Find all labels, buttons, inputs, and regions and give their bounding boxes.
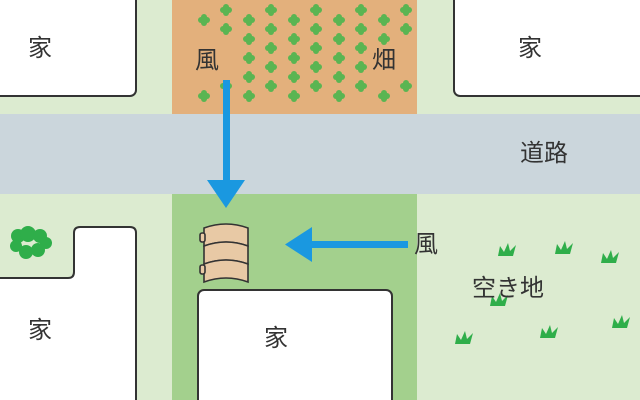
grass-tuft-icon — [555, 241, 573, 254]
vacant-lot-grass — [455, 241, 630, 344]
field-plant-icon — [288, 33, 300, 45]
field-plant-icon — [198, 14, 210, 26]
field-plant-icon — [355, 23, 367, 35]
field-plant-icon — [265, 4, 277, 16]
field-plant-icon — [198, 90, 210, 102]
field-plant-icon — [333, 90, 345, 102]
field-plant-icon — [220, 4, 232, 16]
field-plant-icon — [265, 61, 277, 73]
field-plant-icon — [310, 4, 322, 16]
field-plant-icon — [243, 90, 255, 102]
field-plant-icon — [288, 52, 300, 64]
field-plant-icon — [333, 71, 345, 83]
field-plant-icon — [288, 90, 300, 102]
field-plant-icon — [310, 80, 322, 92]
field-plant-icon — [220, 23, 232, 35]
field-plant-icon — [265, 42, 277, 54]
house-bottom-center — [197, 289, 393, 400]
wind-arrow-icon — [285, 227, 408, 262]
field-plant-icon — [310, 61, 322, 73]
grass-tuft-icon — [601, 250, 619, 263]
firewood-pile-icon — [199, 223, 249, 284]
vacant-lot-label: 空き地 — [472, 274, 544, 302]
field-label: 畑 — [372, 46, 396, 74]
field-plant-icon — [333, 52, 345, 64]
house-top-right — [453, 0, 640, 97]
field-plant-icon — [288, 14, 300, 26]
field-plant-icon — [400, 23, 412, 35]
house-label: 家 — [28, 34, 52, 62]
field-plant-icon — [400, 80, 412, 92]
house-label: 家 — [264, 324, 288, 352]
wind-arrow-icon — [207, 80, 245, 208]
field-plant-icon — [333, 14, 345, 26]
grass-tuft-icon — [498, 243, 516, 256]
grass-tuft-icon — [490, 293, 508, 306]
road-label: 道路 — [520, 139, 568, 167]
field-plant-icon — [355, 42, 367, 54]
house-top-left — [0, 0, 137, 97]
bush-icon — [10, 226, 52, 259]
field-plant-icon — [243, 33, 255, 45]
field-plant-icon — [378, 90, 390, 102]
house-bottom-left — [0, 226, 137, 400]
field-plant-icon — [355, 4, 367, 16]
field-plant-icon — [400, 4, 412, 16]
grass-tuft-icon — [540, 325, 558, 338]
field-plant-icon — [243, 52, 255, 64]
field-plant-icon — [333, 33, 345, 45]
field-plant-icon — [265, 23, 277, 35]
field-plant-icon — [378, 14, 390, 26]
wind-label-north: 風 — [195, 46, 219, 74]
field-plant-icon — [310, 42, 322, 54]
field-plant-icon — [243, 71, 255, 83]
field-plant-icon — [288, 71, 300, 83]
field-plant-icon — [243, 14, 255, 26]
wind-label-east: 風 — [414, 230, 438, 258]
house-label: 家 — [28, 316, 52, 344]
field-plant-icon — [265, 80, 277, 92]
grass-tuft-icon — [612, 315, 630, 328]
field-plants — [198, 4, 412, 102]
field-plant-icon — [355, 61, 367, 73]
field-plant-icon — [378, 33, 390, 45]
house-label: 家 — [518, 34, 542, 62]
field-plant-icon — [355, 80, 367, 92]
road — [0, 114, 640, 194]
grass-tuft-icon — [455, 331, 473, 344]
field-plant-icon — [310, 23, 322, 35]
